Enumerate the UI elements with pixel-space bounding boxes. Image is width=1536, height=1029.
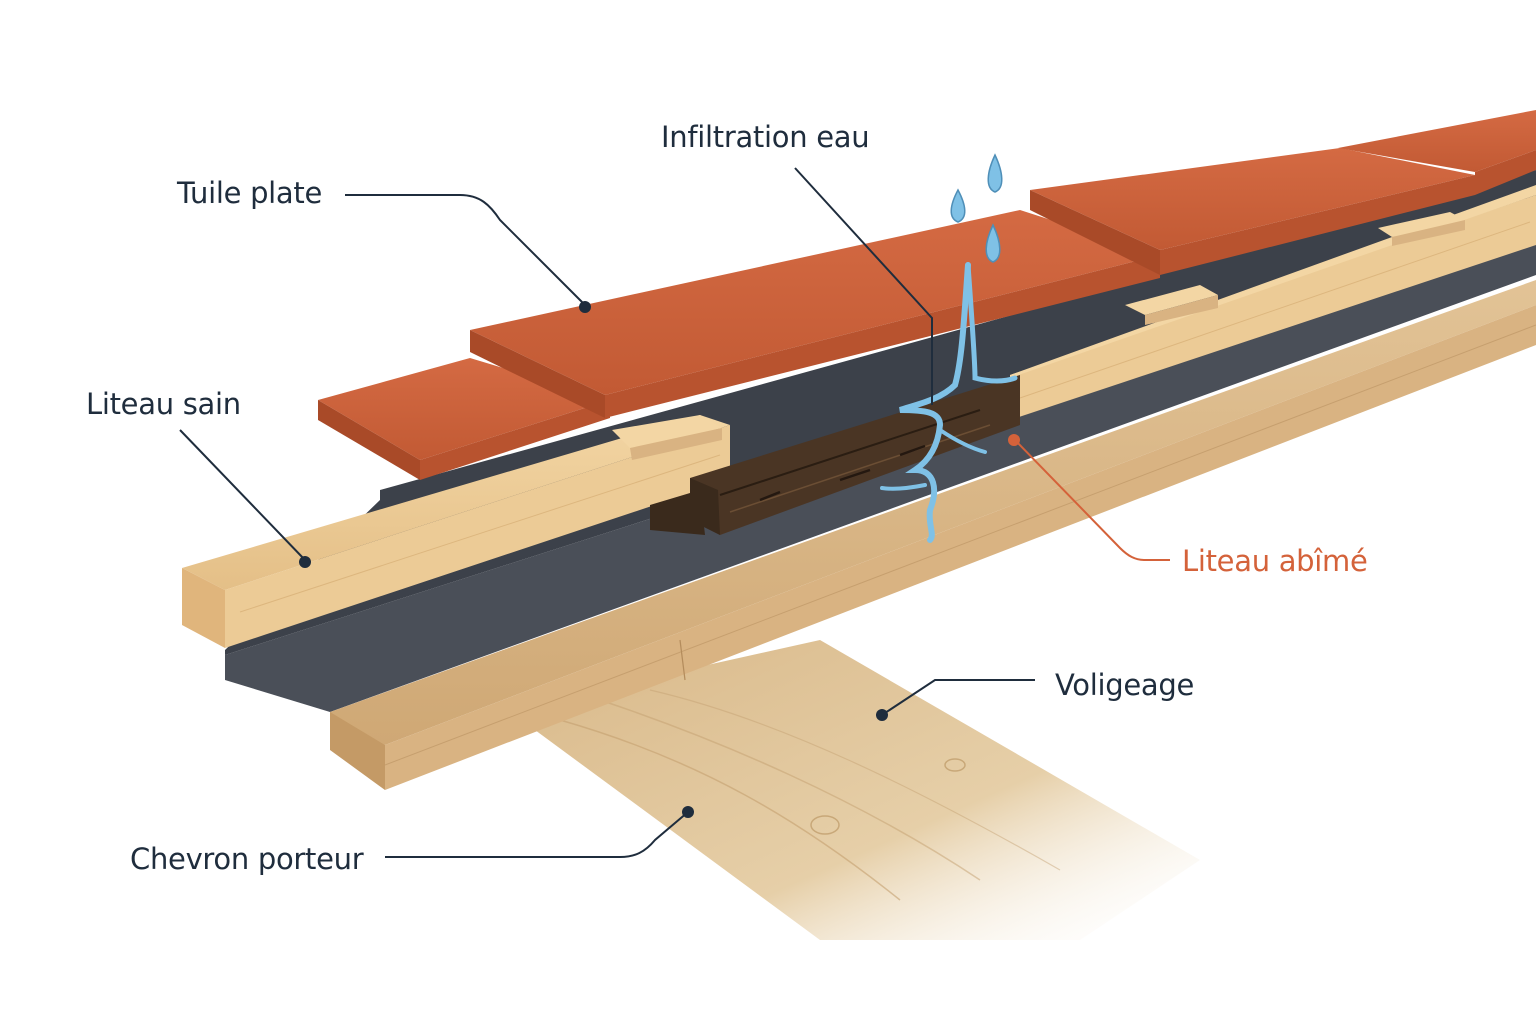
label-voligeage: Voligeage	[1055, 668, 1195, 702]
water-drop-3	[985, 223, 1001, 263]
label-chevron-porteur: Chevron porteur	[130, 842, 364, 876]
label-liteau-abime: Liteau abîmé	[1182, 544, 1368, 578]
chevron-porteur	[535, 640, 1200, 940]
dot-tuile	[579, 301, 591, 313]
water-drop-2	[987, 153, 1003, 193]
voligeage	[330, 280, 1536, 790]
leader-liteau-sain	[179, 429, 306, 561]
cales	[612, 212, 1465, 460]
tuiles-plates	[318, 110, 1536, 480]
leader-tuile	[345, 194, 586, 306]
leader-voligeage	[881, 679, 1035, 716]
dot-liteau-abime	[1008, 434, 1020, 446]
dot-liteau-sain	[299, 556, 311, 568]
leader-chevron	[385, 811, 689, 858]
leader-infiltration	[794, 167, 933, 405]
leader-dots	[299, 301, 1020, 818]
dot-voligeage	[876, 709, 888, 721]
label-liteau-sain: Liteau sain	[86, 387, 241, 421]
water-drop-1	[950, 188, 966, 223]
label-infiltration-eau: Infiltration eau	[661, 120, 870, 154]
liteau-sain	[182, 415, 730, 648]
label-tuile-plate: Tuile plate	[177, 176, 323, 210]
leader-liteau-abime	[1014, 439, 1170, 561]
leader-lines	[179, 167, 1170, 858]
infiltration-eau	[880, 153, 1018, 543]
dot-chevron	[682, 806, 694, 818]
